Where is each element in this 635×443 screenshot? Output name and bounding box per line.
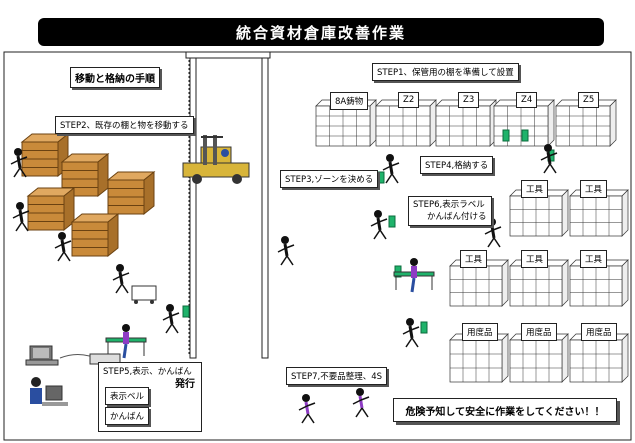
worker-icon [277,236,295,266]
cart-icon [131,285,157,304]
safety-warning: 危険予知して安全に作業をしてください！！ [393,398,617,422]
wooden-shelf-icon [106,170,156,216]
shelf-unit [569,333,629,383]
worker-icon [162,304,180,334]
worker-icon [12,202,30,232]
storage-shelves [182,99,629,383]
procedure-heading: 移動と格納の手順 [70,67,160,88]
tools-tag: 工具 [460,250,488,268]
tools-tag: 工具 [521,250,549,268]
worker-icon [10,148,28,178]
wooden-shelf-icon [20,132,70,178]
existing-shelves [20,132,156,258]
tools-tag: 工具 [521,180,549,198]
shelf-unit [509,333,569,383]
kanban-card-icon [388,215,396,228]
zone-label: Z5 [578,92,600,108]
worker-icon [370,210,388,240]
consumables-tag: 用度品 [521,323,557,341]
shelf-unit [555,99,617,147]
zone-label: Z3 [458,92,480,108]
worker-icon [382,154,400,184]
step6-line1: STEP6,表示ラベル [413,200,485,210]
kanban-card-icon [521,129,529,142]
workers [10,144,558,424]
kanban-card-icon [182,305,190,318]
shelf-unit [375,99,437,147]
consumables-tag: 用度品 [581,323,617,341]
step3-label: STEP3,ゾーンを決める [280,170,379,188]
worker-icon [352,388,370,418]
area-frame [3,51,632,441]
shelf-unit [449,333,509,383]
step7-label: STEP7,不要品整理、4S [286,367,387,385]
zone-label: 8A鋳物 [330,92,369,110]
step1-label: STEP1、保管用の棚を準備して設置 [372,63,519,81]
zone-label: Z2 [398,92,420,108]
consumables-tag: 用度品 [462,323,498,341]
tools-tag: 工具 [580,250,608,268]
tools-tag: 工具 [580,180,608,198]
step4-label: STEP4,格納する [420,156,494,174]
shelf-unit [569,259,629,307]
forklift-icon [182,135,250,184]
worker-icon [540,144,558,174]
step5-box: STEP5,表示、かんばん 発行 表示ベル かんばん [98,362,202,432]
worker-icon [54,232,72,262]
step6-line2: かんばん付ける [427,212,487,222]
zone-label: Z4 [516,92,538,108]
computer-icon [25,345,121,366]
page-title: 統合資材倉庫改善作業 [235,23,406,42]
kanban-card-icon [502,129,510,142]
step5-label: STEP5,表示、かんばん [103,367,192,377]
step2-label: STEP2、既存の棚と物を移動する [55,116,194,134]
worker-icon [298,394,316,424]
operator-icon [30,377,68,406]
worker-icon [112,264,130,294]
label-item: 表示ベル [105,387,150,405]
issue-label: 発行 [175,379,195,390]
worker-icon [402,318,420,348]
worker-at-table-icon [105,324,147,359]
wooden-shelf-icon [26,186,76,232]
worker-at-table-icon [393,258,435,293]
wooden-shelf-icon [70,212,120,258]
kanban-card-icon [377,171,385,184]
shelf-unit [435,99,497,147]
shelf-unit [569,189,629,237]
step6-label: STEP6,表示ラベル かんばん付ける [408,196,492,226]
kanban-item: かんばん [105,407,150,425]
title-banner: 統合資材倉庫改善作業 [38,18,604,46]
gate [185,51,271,359]
kanban-card-icon [420,321,428,334]
